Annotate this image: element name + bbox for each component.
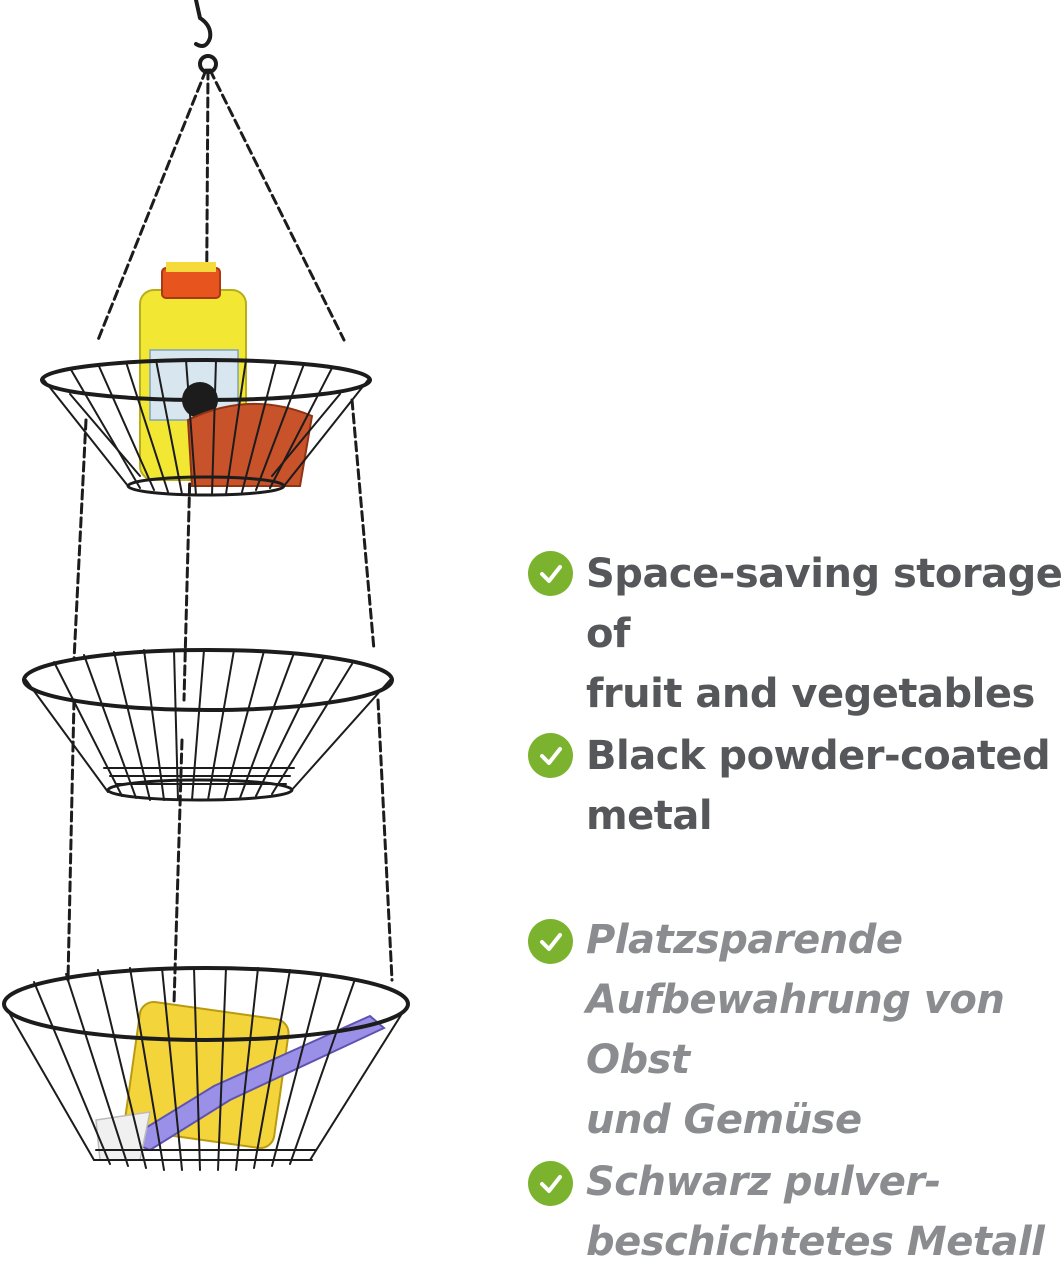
check-circle-icon bbox=[528, 1161, 573, 1206]
feature-text: Space-saving storage of fruit and vegeta… bbox=[586, 551, 1063, 717]
feature-text: Platzsparende Aufbewahrung von Obst und … bbox=[586, 917, 1005, 1143]
middle-basket bbox=[22, 648, 394, 802]
feature-item-space-saving: Space-saving storage of fruit and vegeta… bbox=[528, 544, 1064, 724]
check-circle-icon bbox=[528, 551, 573, 596]
feature-item-platzsparende: Platzsparende Aufbewahrung von Obst und … bbox=[528, 910, 1064, 1150]
feature-item-black-metal: Black powder-coated metal bbox=[528, 726, 1064, 846]
check-circle-icon bbox=[528, 919, 573, 964]
check-circle-icon bbox=[528, 733, 573, 778]
bottom-basket bbox=[2, 966, 410, 1171]
top-basket bbox=[40, 262, 372, 497]
product-illustration bbox=[2, 0, 410, 1171]
feature-item-schwarz-metall: Schwarz pulver- beschichtetes Metall bbox=[528, 1152, 1064, 1272]
ceiling-hook bbox=[194, 0, 218, 74]
feature-text: Black powder-coated metal bbox=[586, 733, 1051, 839]
feature-list: Space-saving storage of fruit and vegeta… bbox=[528, 544, 1064, 1272]
feature-text: Schwarz pulver- beschichtetes Metall bbox=[586, 1159, 1045, 1265]
chain-middle bbox=[72, 398, 376, 702]
